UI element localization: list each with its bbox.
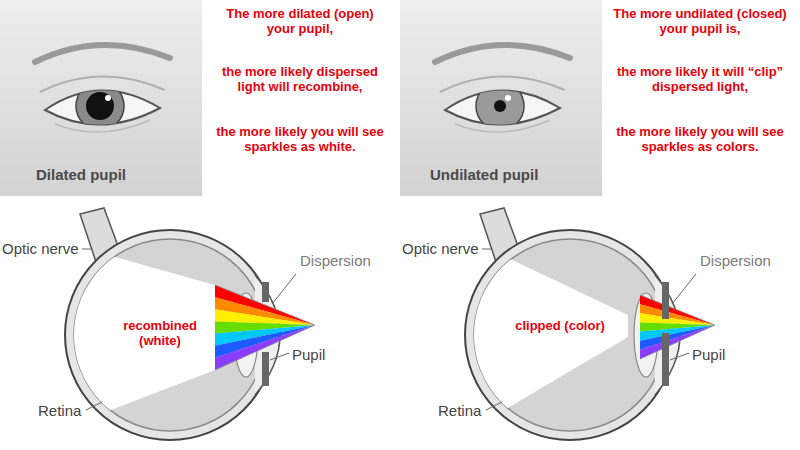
- part-label: Optic nerve: [2, 240, 79, 258]
- iris-group: [76, 82, 124, 130]
- note-text: The more dilated (open) your pupil,: [213, 6, 387, 36]
- eye-photo: [0, 0, 202, 196]
- light-cone: [470, 240, 628, 430]
- iris: [262, 352, 269, 386]
- beam-label: recombined (white): [110, 318, 210, 348]
- part-label: Retina: [438, 402, 481, 420]
- highlight: [105, 95, 111, 101]
- leader-line: [672, 274, 696, 304]
- leader-line: [86, 402, 102, 410]
- pupil: [86, 92, 114, 120]
- leader-line: [482, 249, 491, 250]
- part-label: Pupil: [692, 346, 725, 364]
- lower-lid: [55, 120, 150, 132]
- part-label: Optic nerve: [402, 240, 479, 258]
- part-label: Dispersion: [300, 252, 371, 270]
- leader-line: [82, 249, 91, 250]
- beam-label: clipped (color): [515, 318, 605, 333]
- photo-ground: [0, 0, 202, 196]
- note-text: the more likely dispersed light will rec…: [213, 64, 387, 94]
- lower-lid: [455, 120, 550, 132]
- photo-ground: [400, 0, 602, 196]
- leader-line: [670, 353, 689, 360]
- note-text: the more likely you will see sparkles as…: [613, 124, 787, 154]
- eyebrow: [35, 45, 170, 62]
- eye-white: [45, 90, 160, 124]
- eye-section: [465, 208, 715, 440]
- leader-line: [270, 353, 289, 360]
- eye-section: [65, 208, 315, 440]
- iris: [662, 282, 669, 319]
- eye-photo: [400, 0, 602, 196]
- highlight: [505, 95, 511, 101]
- leader-line: [486, 402, 502, 410]
- part-label: Dispersion: [700, 252, 771, 270]
- iris: [476, 82, 524, 130]
- photo-caption: Dilated pupil: [36, 166, 126, 184]
- light-cone: [72, 245, 215, 425]
- note-text: the more likely you will see sparkles as…: [213, 124, 387, 154]
- iris: [76, 82, 124, 130]
- pupil: [494, 100, 506, 112]
- iris: [662, 333, 669, 386]
- iris-group: [476, 82, 524, 130]
- iris: [262, 282, 269, 302]
- spectrum-band: [640, 304, 715, 325]
- eyebrow: [435, 45, 570, 62]
- note-text: The more undilated (closed) your pupil i…: [613, 6, 787, 36]
- note-text: the more likely it will “clip” dispersed…: [613, 64, 787, 94]
- leader-line: [272, 274, 296, 304]
- photo-caption: Undilated pupil: [430, 166, 538, 184]
- part-label: Retina: [38, 402, 81, 420]
- part-label: Pupil: [292, 346, 325, 364]
